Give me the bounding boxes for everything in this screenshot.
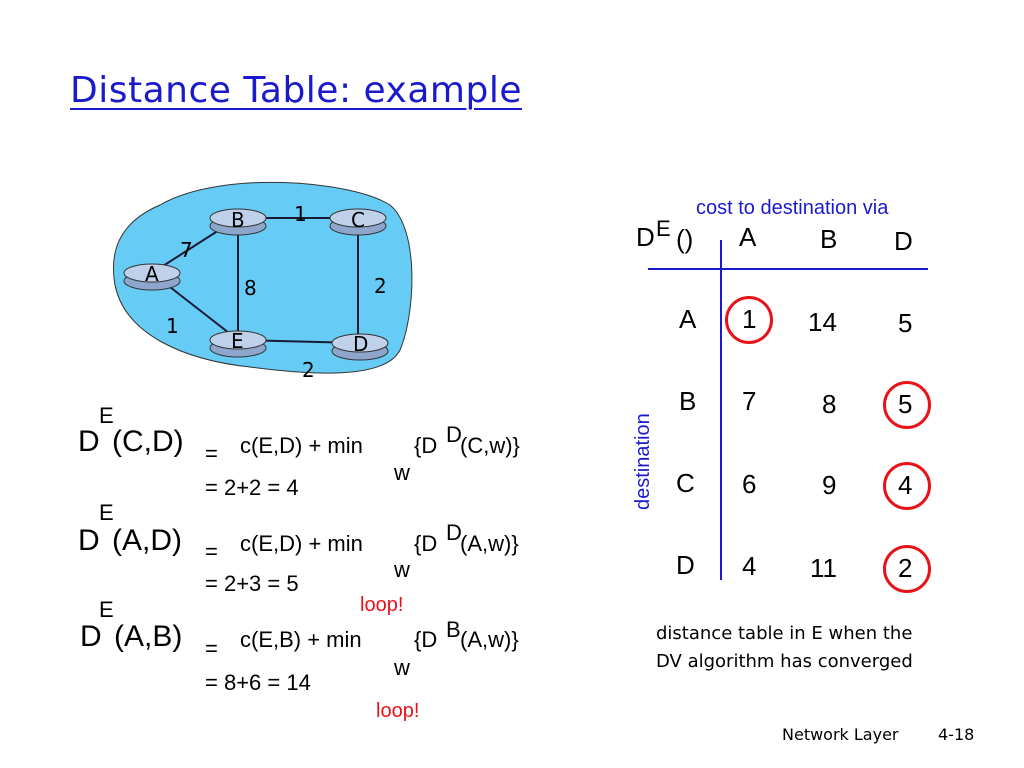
circle-marker [725,296,773,344]
eq1-lhs-d: D [78,425,100,458]
eq1-rhs-args: (C,w)} [460,433,520,458]
table-header-label: cost to destination via [696,197,889,219]
eq2-rhs-cost: c(E,D) + min [240,531,363,556]
edge-cost-ae: 1 [166,314,179,338]
eq3-rhs-cost: c(E,B) + min [240,627,362,652]
eq1-lhs-args: (C,D) [112,425,184,458]
cell-c-via-a: 6 [742,469,757,499]
table-row-rule [720,240,722,580]
eq1-lhs-superscript: E [99,403,114,428]
eq1-equals: = [205,441,218,466]
router-c: C [329,208,387,236]
eq1-subscript-w: w [394,460,410,485]
column-header-d: D [894,226,913,256]
row-label-d: D [676,550,695,580]
eq2-equals: = [205,539,218,564]
eq3-lhs-d: D [80,620,102,653]
edge-cost-ed: 2 [302,358,315,382]
eq2-loop-note: loop! [360,594,404,616]
cell-c-via-b: 9 [822,470,837,500]
eq2-result: = 2+3 = 5 [205,571,299,596]
eq1-rhs-superscript: D [446,422,462,447]
eq1-rhs-brace: {D [414,433,438,458]
cell-a-via-b: 14 [808,307,837,337]
eq3-loop-note: loop! [376,700,420,722]
cell-d-via-d: 2 [898,553,913,583]
router-e-label: E [231,329,244,353]
page-title: Distance Table: example [70,70,522,111]
router-b-label: B [231,208,245,232]
circle-marker [883,545,931,593]
edge-cost-bc: 1 [294,202,307,226]
table-row-axis-label: destination [632,413,654,510]
eq3-equals: = [205,636,218,661]
router-a-label: A [145,262,159,286]
router-a: A [123,262,181,291]
eq2-rhs-args: (A,w)} [460,531,519,556]
column-header-a: A [739,222,757,252]
eq2-lhs-superscript: E [99,500,114,525]
eq3-lhs-args: (A,B) [114,620,183,653]
table-caption-line-1: distance table in E when the [656,623,913,644]
eq3-lhs-superscript: E [99,597,114,622]
cell-b-via-d: 5 [898,389,913,419]
cell-d-via-a: 4 [742,551,757,581]
eq2-lhs-args: (A,D) [112,524,182,557]
eq3-subscript-w: w [394,655,410,680]
circle-marker [883,381,931,429]
cell-a-via-d: 5 [898,308,913,338]
cell-a-via-a: 1 [742,304,757,334]
eq1-rhs-cost: c(E,D) + min [240,433,363,458]
eq2-subscript-w: w [394,557,410,582]
footer-page-number: 4-18 [938,725,975,744]
cell-b-via-b: 8 [822,389,837,419]
router-b: B [209,208,267,236]
router-e: E [209,329,267,358]
network-graph: B C A E D 1 7 8 2 1 2 [113,181,413,382]
row-label-b: B [679,386,697,416]
table-caption-line-2: DV algorithm has converged [656,651,913,672]
eq3-rhs-brace: {D [414,627,438,652]
cell-d-via-b: 11 [810,553,837,583]
footer-section: Network Layer [782,725,899,744]
router-d: D [331,332,389,361]
table-corner-paren: () [676,224,694,254]
router-c-label: C [351,208,365,232]
edge-cost-cd: 2 [374,274,387,298]
cell-c-via-d: 4 [898,470,913,500]
eq3-rhs-args: (A,w)} [460,627,519,652]
eq3-result: = 8+6 = 14 [205,670,311,695]
eq1-result: = 2+2 = 4 [205,475,299,500]
edge-cost-ab: 7 [180,238,193,262]
edge-cost-be: 8 [244,276,257,300]
table-header-rule [648,268,928,270]
table-corner-d: D [636,222,655,252]
circle-marker [883,462,931,510]
router-d-label: D [353,332,368,356]
eq2-rhs-brace: {D [414,531,438,556]
table-corner-superscript: E [656,216,671,241]
row-label-a: A [679,304,697,334]
column-header-b: B [820,224,838,254]
eq2-lhs-d: D [78,524,100,557]
eq2-rhs-superscript: D [446,520,462,545]
row-label-c: C [676,468,695,498]
eq3-rhs-superscript: B [446,617,461,642]
cell-b-via-a: 7 [742,386,757,416]
